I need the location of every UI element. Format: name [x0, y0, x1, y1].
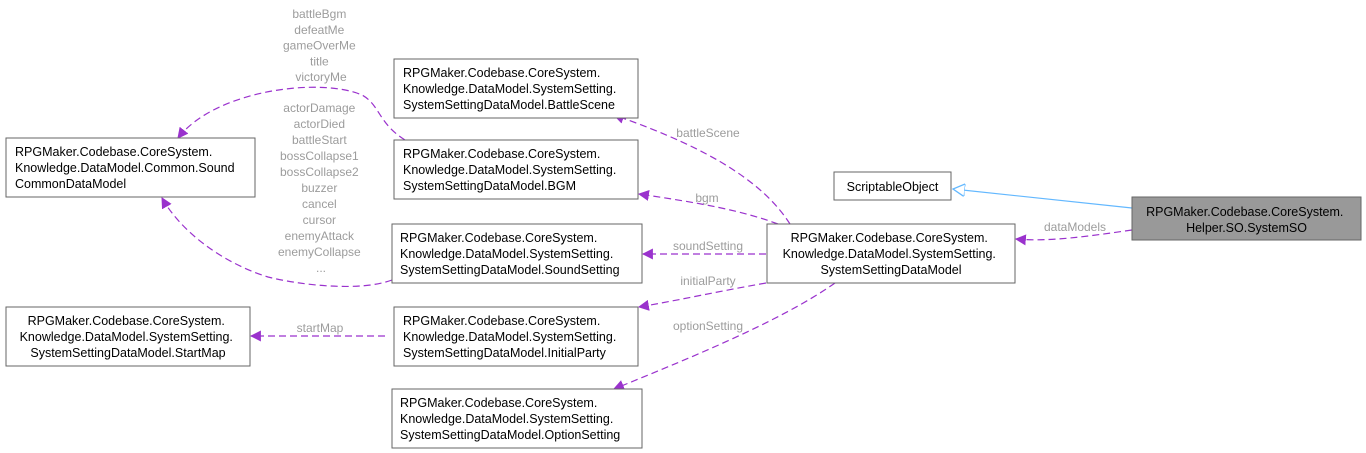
svg-text:RPGMaker.Codebase.CoreSystem.: RPGMaker.Codebase.CoreSystem. Knowledge.…: [403, 147, 620, 193]
node-scriptable-object[interactable]: ScriptableObject: [833, 171, 952, 201]
node-system-setting-data-model[interactable]: RPGMaker.Codebase.CoreSystem. Knowledge.…: [766, 223, 1016, 284]
edge-optionsetting: [612, 282, 836, 391]
edge-label-bgm: bgm: [695, 191, 718, 205]
node-system-so[interactable]: RPGMaker.Codebase.CoreSystem. Helper.SO.…: [1131, 196, 1362, 241]
edge-label-start-map: startMap: [297, 321, 344, 335]
edge-label-soundsetting-to-sound: actorDamage actorDied battleStart bossCo…: [278, 101, 364, 275]
node-bgm[interactable]: RPGMaker.Codebase.CoreSystem. Knowledge.…: [393, 139, 639, 200]
node-sound-common-data-model[interactable]: RPGMaker.Codebase.CoreSystem. Knowledge.…: [5, 137, 256, 198]
edge-bgm-to-sound: [177, 86, 406, 141]
svg-text:RPGMaker.Codebase.CoreSystem.: RPGMaker.Codebase.CoreSystem. Knowledge.…: [403, 314, 620, 360]
edge-bgm: [637, 190, 779, 225]
edge-initialparty: [637, 282, 767, 311]
node-option-setting[interactable]: RPGMaker.Codebase.CoreSystem. Knowledge.…: [391, 388, 643, 449]
edge-label-sound-setting: soundSetting: [673, 239, 743, 253]
svg-text:RPGMaker.Codebase.CoreSystem.: RPGMaker.Codebase.CoreSystem. Knowledge.…: [403, 66, 620, 112]
edge-label-initial-party: initialParty: [680, 274, 735, 288]
svg-text:ScriptableObject: ScriptableObject: [847, 180, 939, 194]
svg-text:RPGMaker.Codebase.CoreSystem.: RPGMaker.Codebase.CoreSystem. Knowledge.…: [783, 231, 1000, 277]
inheritance-edge-systemso-scriptableobject: [953, 189, 1133, 209]
svg-text:RPGMaker.Codebase.CoreSystem.: RPGMaker.Codebase.CoreSystem. Knowledge.…: [15, 145, 238, 191]
node-battle-scene[interactable]: RPGMaker.Codebase.CoreSystem. Knowledge.…: [393, 58, 639, 119]
svg-text:RPGMaker.Codebase.CoreSystem.: RPGMaker.Codebase.CoreSystem. Knowledge.…: [400, 396, 620, 442]
edge-label-option-setting: optionSetting: [673, 319, 743, 333]
edges: [161, 86, 1133, 391]
svg-text:RPGMaker.Codebase.CoreSystem.: RPGMaker.Codebase.CoreSystem. Helper.SO.…: [1146, 205, 1347, 235]
edge-label-battle-scene: battleScene: [676, 126, 740, 140]
edge-battlescene: [612, 113, 791, 225]
node-initial-party[interactable]: RPGMaker.Codebase.CoreSystem. Knowledge.…: [393, 306, 639, 367]
svg-text:RPGMaker.Codebase.CoreSystem.: RPGMaker.Codebase.CoreSystem. Knowledge.…: [400, 231, 620, 277]
edge-soundsetting-to-sound: [161, 197, 393, 288]
node-start-map[interactable]: RPGMaker.Codebase.CoreSystem. Knowledge.…: [5, 306, 251, 367]
edge-labels: dataModels battleScene bgm soundSetting …: [278, 7, 1106, 335]
edge-label-bgm-to-sound: battleBgm defeatMe gameOverMe title vict…: [283, 7, 359, 84]
edge-systemso-datamodels: [1014, 229, 1133, 246]
node-sound-setting[interactable]: RPGMaker.Codebase.CoreSystem. Knowledge.…: [391, 223, 643, 284]
edge-label-data-models: dataModels: [1044, 220, 1106, 234]
svg-text:RPGMaker.Codebase.CoreSystem.: RPGMaker.Codebase.CoreSystem. Knowledge.…: [20, 314, 237, 360]
